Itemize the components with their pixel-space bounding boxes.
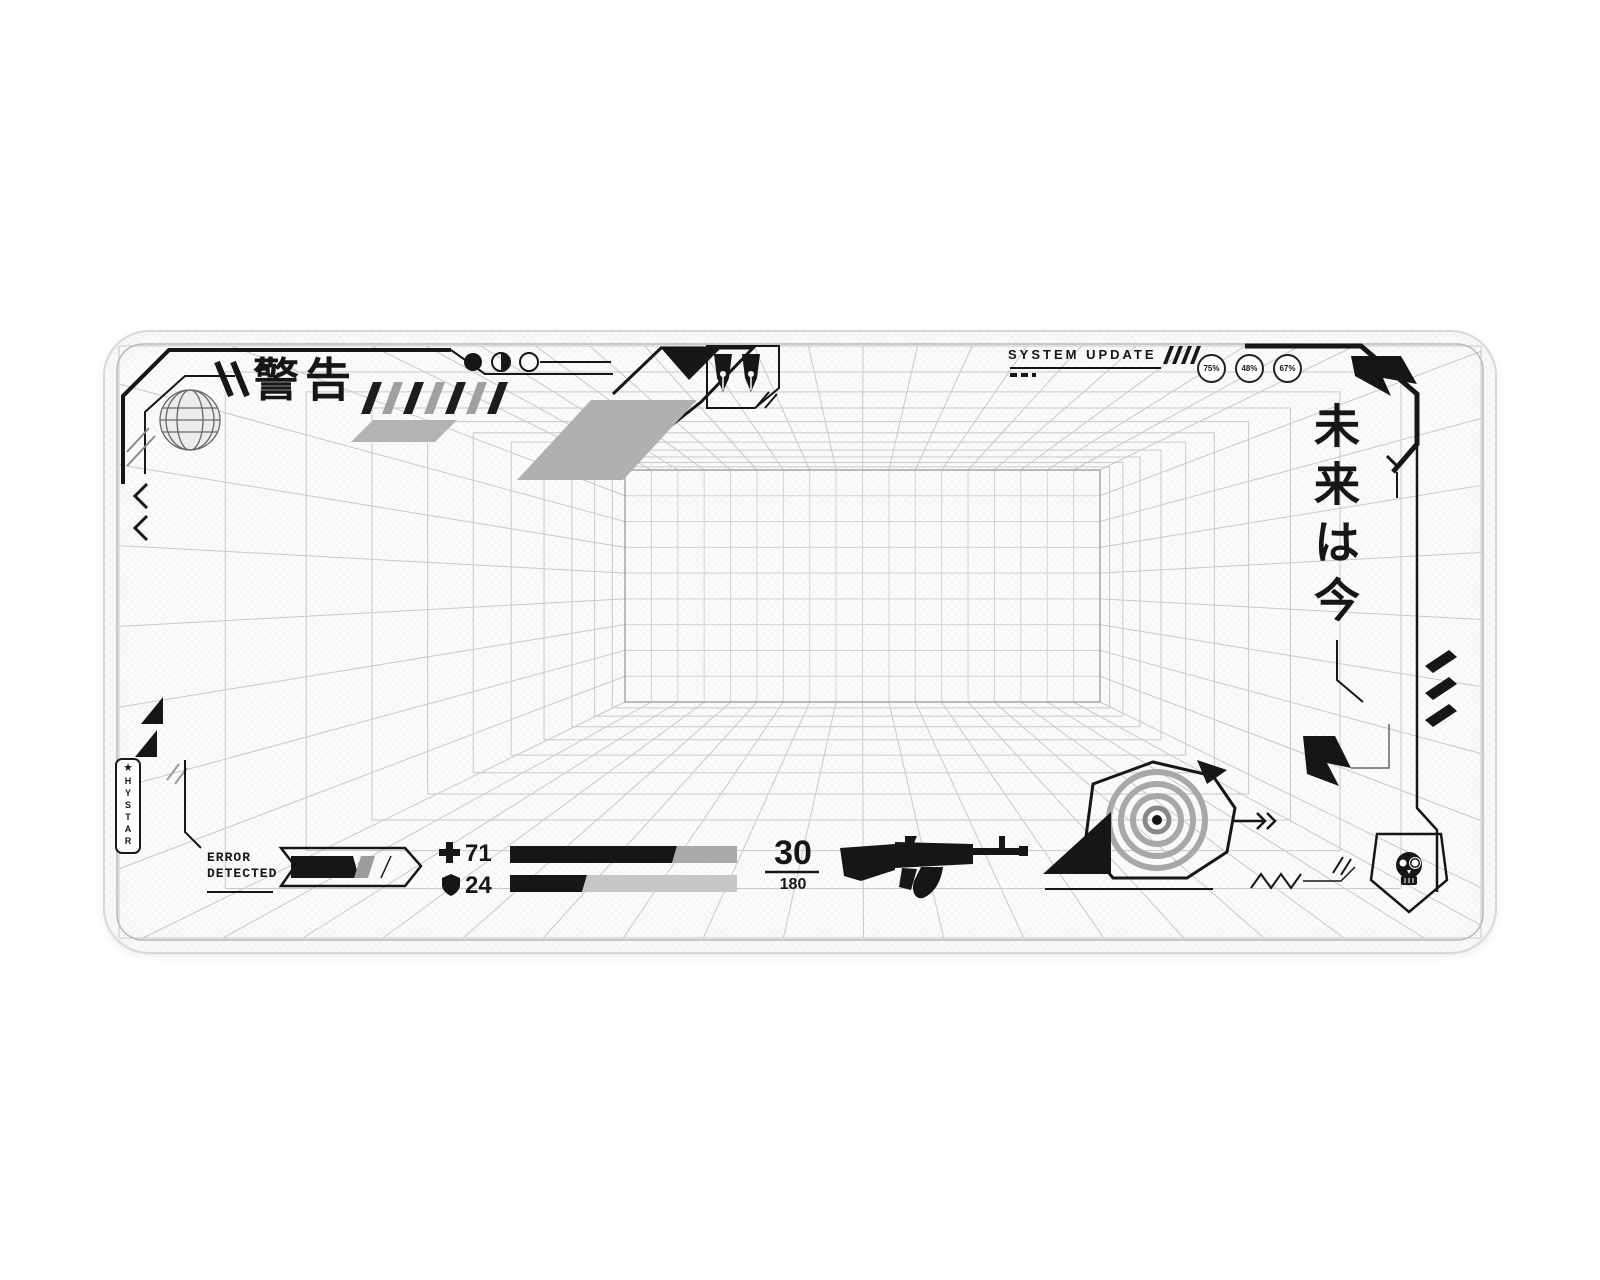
left-side-decor	[135, 697, 273, 893]
skull-badge	[1250, 832, 1449, 914]
vitals-hud	[439, 842, 819, 896]
tunnel-grid	[118, 345, 1482, 939]
arrow-glyph	[1351, 356, 1417, 396]
arrow-glyph	[1303, 736, 1351, 786]
brand-label: HYSTAR	[123, 776, 133, 848]
star-icon: ★	[123, 762, 133, 774]
health-bar-rest	[672, 846, 737, 863]
progress-badge: 75%	[1197, 354, 1226, 383]
ammo-current: 30	[774, 834, 812, 872]
chevron-down-icon	[1385, 454, 1409, 469]
circle-filled-icon	[464, 353, 482, 371]
stripe-bar	[1425, 677, 1457, 700]
future-kanji-label: 未来は今	[1308, 402, 1360, 634]
top-left-frame	[121, 348, 613, 542]
health-value: 71	[465, 840, 492, 867]
target-reticle-icon	[1043, 760, 1277, 890]
progress-badge: 67%	[1273, 354, 1302, 383]
hazard-stripes	[351, 382, 508, 442]
armor-value: 24	[465, 872, 492, 899]
error-label: ERROR DETECTED	[207, 850, 277, 882]
armor-bar-rest	[582, 875, 737, 892]
mousepad-surface: 警告 SYSTEM UPDATE 75% 48% 67% 未来は今 71 24 …	[103, 330, 1497, 954]
double-arrow-icon	[1233, 812, 1277, 830]
triangle-marker	[1043, 812, 1111, 874]
ammo-reserve: 180	[779, 876, 807, 893]
system-update-label: SYSTEM UPDATE	[1008, 347, 1157, 362]
skull-icon	[1396, 852, 1422, 885]
ak47-icon	[840, 836, 1028, 899]
error-progress-bar	[278, 846, 423, 888]
top-center-cluster	[517, 345, 780, 480]
health-bar-fill	[510, 846, 677, 863]
pen-nib-icon	[742, 354, 760, 392]
update-progress-badges: 75% 48% 67%	[1197, 354, 1302, 383]
deskmat-artwork	[116, 343, 1484, 941]
progress-badge: 48%	[1235, 354, 1264, 383]
status-circles	[464, 352, 611, 372]
armor-bar-fill	[510, 875, 587, 892]
error-line2: DETECTED	[207, 866, 278, 881]
globe-icon	[159, 389, 221, 451]
shield-icon	[442, 874, 460, 896]
top-right-frame	[1010, 343, 1420, 498]
stripe-bar	[1425, 650, 1457, 673]
right-side-decor	[1303, 444, 1457, 892]
circle-empty-icon	[519, 352, 539, 372]
stripe-bar	[1425, 704, 1457, 727]
double-slash-icon	[214, 360, 250, 398]
pen-nib-icon	[714, 354, 732, 392]
zigzag-line	[1250, 872, 1302, 890]
error-line1: ERROR	[207, 850, 252, 865]
health-cross-icon	[439, 842, 460, 863]
chevron-left-icon	[132, 482, 149, 542]
brand-badge: ★ HYSTAR	[115, 758, 141, 854]
inner-border	[116, 343, 1484, 941]
warning-kanji-label: 警告	[253, 354, 357, 406]
